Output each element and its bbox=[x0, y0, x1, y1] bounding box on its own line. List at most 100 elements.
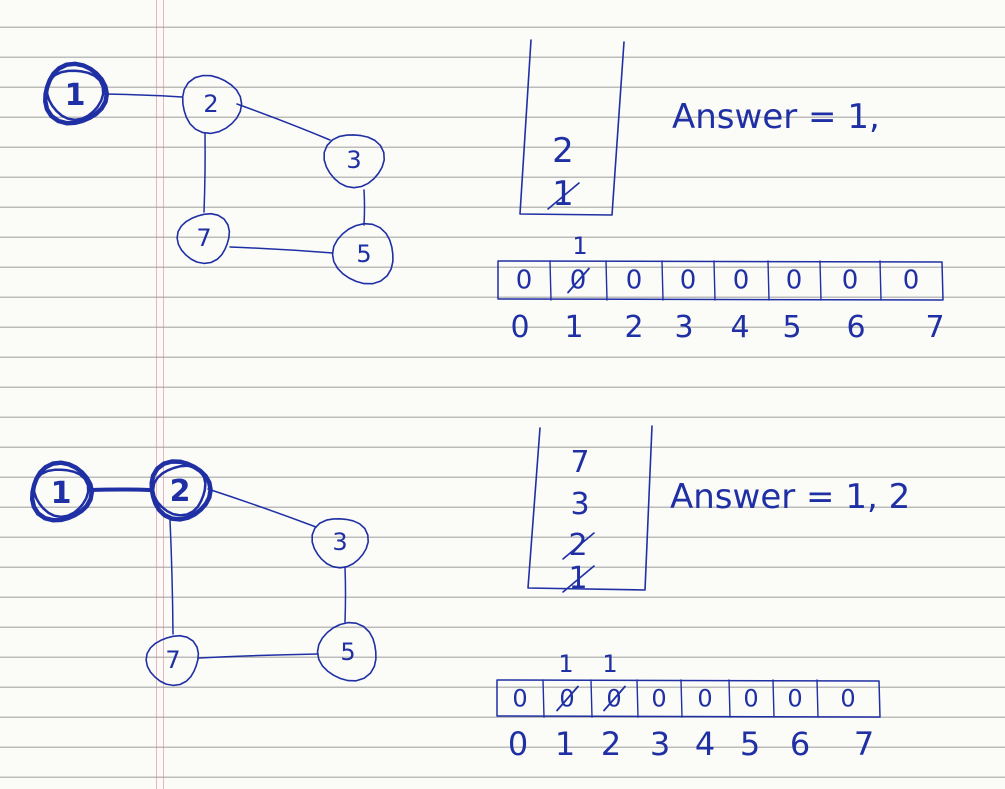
strike-mark bbox=[562, 565, 595, 593]
stack-item: 1 bbox=[552, 174, 574, 214]
array-index-label: 7 bbox=[854, 725, 874, 763]
array-index-label: 0 bbox=[508, 725, 528, 763]
visited-mark: 1 bbox=[558, 650, 573, 678]
node-circle bbox=[316, 621, 377, 682]
node-circle bbox=[29, 460, 95, 523]
array-divider bbox=[605, 260, 608, 301]
node-circle bbox=[43, 61, 110, 126]
stack-item: 3 bbox=[570, 487, 589, 522]
answer-text: Answer = 1, bbox=[672, 97, 880, 137]
array-divider bbox=[772, 679, 775, 718]
node-label: 7 bbox=[165, 646, 180, 674]
graph-node: 5 bbox=[316, 621, 377, 682]
visited-mark: 1 bbox=[572, 232, 587, 260]
margin-line bbox=[156, 0, 157, 789]
node-label: 3 bbox=[346, 146, 361, 174]
strike-mark bbox=[567, 267, 590, 294]
array-cell-value: 0 bbox=[516, 266, 533, 296]
graph-edge bbox=[169, 519, 174, 635]
graph-edge bbox=[229, 246, 334, 254]
strike-mark bbox=[547, 182, 580, 210]
array-divider bbox=[680, 679, 683, 718]
array-divider bbox=[879, 260, 882, 301]
node-circle bbox=[331, 222, 394, 285]
visited-mark: 1 bbox=[602, 650, 617, 678]
array-cell-value: 0 bbox=[842, 266, 859, 296]
graph-edge bbox=[203, 133, 206, 213]
graph-edge bbox=[363, 189, 366, 226]
array-index-label: 4 bbox=[730, 310, 749, 345]
array-cell-value: 0 bbox=[743, 685, 758, 713]
array-index-label: 0 bbox=[510, 310, 529, 345]
array-divider bbox=[816, 679, 819, 718]
graph-node: 3 bbox=[311, 518, 369, 569]
strike-mark bbox=[562, 532, 595, 560]
stack-item: 7 bbox=[570, 445, 589, 480]
strike-mark bbox=[556, 685, 579, 712]
node-label: 2 bbox=[203, 90, 218, 118]
array-cell-value: 0 bbox=[733, 266, 750, 296]
strike-mark bbox=[603, 685, 626, 712]
node-circle bbox=[145, 634, 200, 687]
array-divider bbox=[590, 679, 593, 718]
array-index-label: 4 bbox=[695, 725, 715, 763]
graph-edge bbox=[103, 93, 183, 98]
array-cell-value: 0 bbox=[680, 266, 697, 296]
node-circle bbox=[176, 212, 231, 265]
graph-node: 7 bbox=[145, 634, 200, 687]
graph-node: 1 bbox=[29, 460, 95, 523]
node-label: 1 bbox=[65, 78, 86, 113]
node-label: 5 bbox=[356, 240, 371, 268]
node-label: 3 bbox=[332, 528, 347, 556]
node-circle bbox=[323, 134, 385, 189]
graph-edge bbox=[344, 566, 347, 623]
array-cell-value: 0 bbox=[787, 685, 802, 713]
graph-edge bbox=[198, 653, 319, 659]
node-circle bbox=[311, 518, 369, 569]
array-index-label: 1 bbox=[555, 725, 575, 763]
array-cell-value: 0 bbox=[651, 685, 666, 713]
array-index-label: 5 bbox=[740, 725, 760, 763]
array-index-label: 3 bbox=[674, 310, 693, 345]
array-divider bbox=[728, 679, 731, 718]
stack-item: 2 bbox=[552, 131, 574, 171]
array-index-label: 5 bbox=[782, 310, 801, 345]
stack-box bbox=[519, 39, 625, 216]
array-cell-value: 0 bbox=[903, 266, 920, 296]
graph-edge bbox=[88, 487, 152, 492]
visited-array-box bbox=[497, 260, 944, 301]
node-label: 1 bbox=[51, 476, 72, 511]
array-index-label: 2 bbox=[624, 310, 643, 345]
array-index-label: 7 bbox=[925, 310, 944, 345]
array-divider bbox=[819, 260, 822, 301]
array-divider bbox=[542, 679, 545, 718]
answer-text: Answer = 1, 2 bbox=[670, 477, 910, 517]
array-divider bbox=[661, 260, 664, 301]
graph-node: 2 bbox=[181, 74, 243, 135]
graph-edge bbox=[236, 103, 331, 141]
node-label: 5 bbox=[340, 638, 355, 666]
array-divider bbox=[636, 679, 639, 718]
graph-node: 5 bbox=[331, 222, 394, 285]
array-cell-value: 0 bbox=[697, 685, 712, 713]
array-index-label: 1 bbox=[564, 310, 583, 345]
graph-node: 7 bbox=[176, 212, 231, 265]
visited-array-box bbox=[496, 679, 881, 718]
array-cell-value: 0 bbox=[626, 266, 643, 296]
margin-line bbox=[163, 0, 164, 789]
array-divider bbox=[549, 260, 552, 301]
graph-node: 1 bbox=[43, 61, 110, 126]
node-label: 2 bbox=[170, 474, 191, 509]
graph-edge bbox=[207, 488, 317, 528]
array-index-label: 3 bbox=[650, 725, 670, 763]
graph-node: 2 bbox=[149, 459, 213, 522]
node-circle bbox=[181, 74, 243, 135]
array-divider bbox=[767, 260, 770, 301]
array-cell-value: 0 bbox=[512, 685, 527, 713]
node-label: 7 bbox=[196, 224, 211, 252]
array-cell-value: 0 bbox=[786, 266, 803, 296]
